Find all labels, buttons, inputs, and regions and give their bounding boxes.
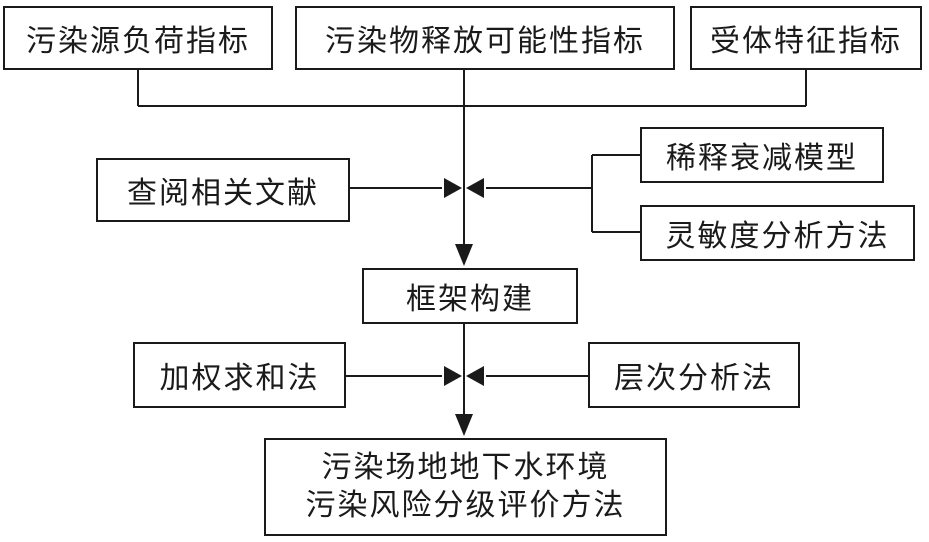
box-receptor-characteristics: 受体特征指标 bbox=[690, 6, 922, 70]
arrowhead-literature bbox=[444, 178, 462, 198]
box-final-evaluation-method: 污染场地地下水环境 污染风险分级评价方法 bbox=[264, 438, 667, 536]
box-pollutant-release-possibility: 污染物释放可能性指标 bbox=[295, 6, 675, 70]
box-analytic-hierarchy-process: 层次分析法 bbox=[588, 342, 800, 408]
arrowhead-ahp bbox=[466, 366, 484, 386]
arrowhead-models bbox=[466, 178, 484, 198]
arrowhead-final bbox=[455, 414, 473, 436]
box-pollution-source-load: 污染源负荷指标 bbox=[3, 6, 273, 70]
arrowhead-framework bbox=[455, 244, 473, 266]
box-framework-construction: 框架构建 bbox=[362, 268, 578, 324]
box-dilution-attenuation-model: 稀释衰减模型 bbox=[640, 127, 884, 183]
final-method-line-2: 污染风险分级评价方法 bbox=[305, 488, 626, 523]
box-sensitivity-analysis: 灵敏度分析方法 bbox=[640, 205, 915, 261]
arrowhead-weighted-sum bbox=[444, 366, 462, 386]
final-method-line-1: 污染场地地下水环境 bbox=[321, 450, 610, 485]
box-literature-review: 查阅相关文献 bbox=[96, 158, 350, 222]
box-weighted-sum-method: 加权求和法 bbox=[133, 342, 346, 408]
